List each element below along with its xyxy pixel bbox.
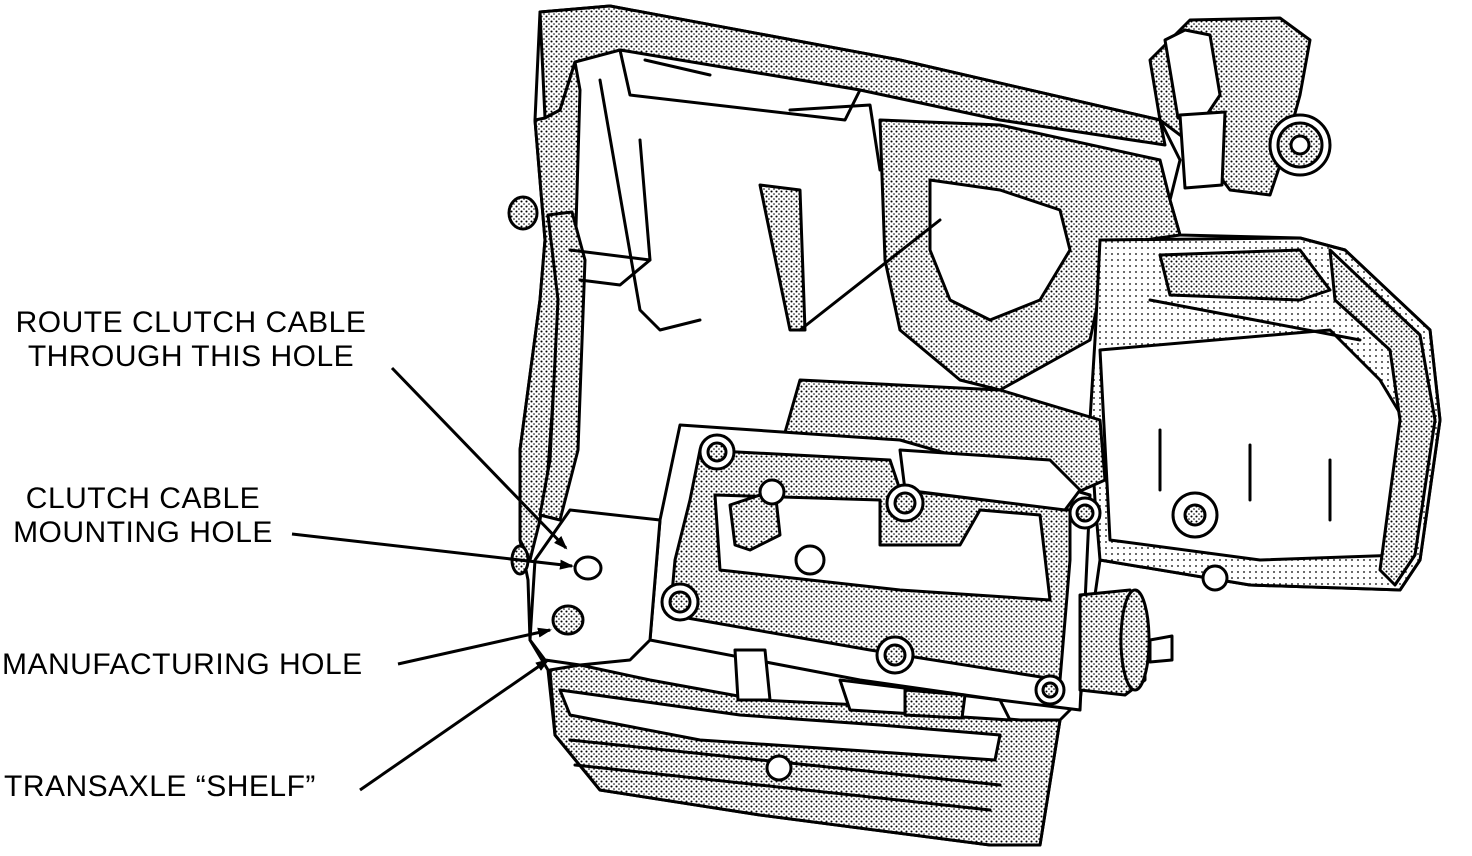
callout-mounting-line2: MOUNTING HOLE [13, 516, 273, 549]
callout-mounting-line1: CLUTCH CABLE [25, 482, 261, 515]
callout-transaxle-shelf: TRANSAXLE “SHELF” [4, 770, 316, 804]
leader-route-hole [390, 366, 568, 550]
callout-clutch-cable-mounting-hole: CLUTCH CABLE MOUNTING HOLE [2, 482, 284, 550]
callout-route-line2: THROUGH THIS HOLE [27, 340, 355, 373]
callout-manufacturing-line1: MANUFACTURING HOLE [2, 648, 363, 681]
callout-route-line1: ROUTE CLUTCH CABLE [15, 306, 367, 339]
leader-manufacturing-hole [397, 627, 552, 666]
clutch-cable-mounting-hole [573, 555, 603, 581]
leader-shelf [359, 658, 550, 792]
callout-route-clutch-cable: ROUTE CLUTCH CABLE THROUGH THIS HOLE [2, 306, 380, 374]
manufacturing-hole [551, 604, 585, 636]
callout-shelf-line1: TRANSAXLE “SHELF” [4, 770, 316, 803]
leader-mounting-hole [291, 532, 574, 570]
leader-lines [291, 366, 574, 792]
callout-manufacturing-hole: MANUFACTURING HOLE [2, 648, 363, 682]
